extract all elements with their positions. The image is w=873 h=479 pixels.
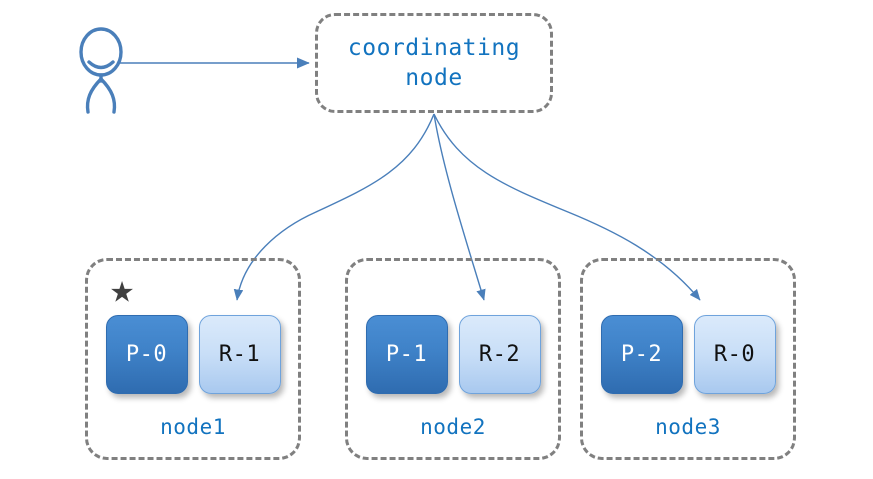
coordinating-node-line2: node xyxy=(405,65,463,91)
user-person-icon xyxy=(79,27,123,114)
shard-row: P-0 R-1 xyxy=(88,315,298,395)
star-icon-placeholder xyxy=(597,269,637,309)
star-icon: ★ xyxy=(109,266,135,312)
node-label-node2: node2 xyxy=(420,415,486,439)
shard-P-1[interactable]: P-1 xyxy=(365,315,448,394)
shard-P-2[interactable]: P-2 xyxy=(600,315,683,394)
node-group-node1[interactable]: ★ P-0 R-1 node1 xyxy=(85,258,301,460)
shard-R-2[interactable]: R-2 xyxy=(458,315,541,394)
coordinating-node-label: coordinating node xyxy=(318,16,550,110)
shard-row: P-2 R-0 xyxy=(583,315,793,395)
coordinating-node-box[interactable]: coordinating node xyxy=(315,13,553,113)
shard-R-1[interactable]: R-1 xyxy=(198,315,281,394)
node-group-node2[interactable]: P-1 R-2 node2 xyxy=(345,258,561,460)
star-icon-placeholder xyxy=(362,269,402,309)
shard-row: P-1 R-2 xyxy=(348,315,558,395)
node-label-node1: node1 xyxy=(160,415,226,439)
shard-P-0[interactable]: P-0 xyxy=(105,315,188,394)
coordinating-node-line1: coordinating xyxy=(347,35,521,61)
node-group-node3[interactable]: P-2 R-0 node3 xyxy=(580,258,796,460)
node-label-node3: node3 xyxy=(655,415,721,439)
shard-R-0[interactable]: R-0 xyxy=(693,315,776,394)
